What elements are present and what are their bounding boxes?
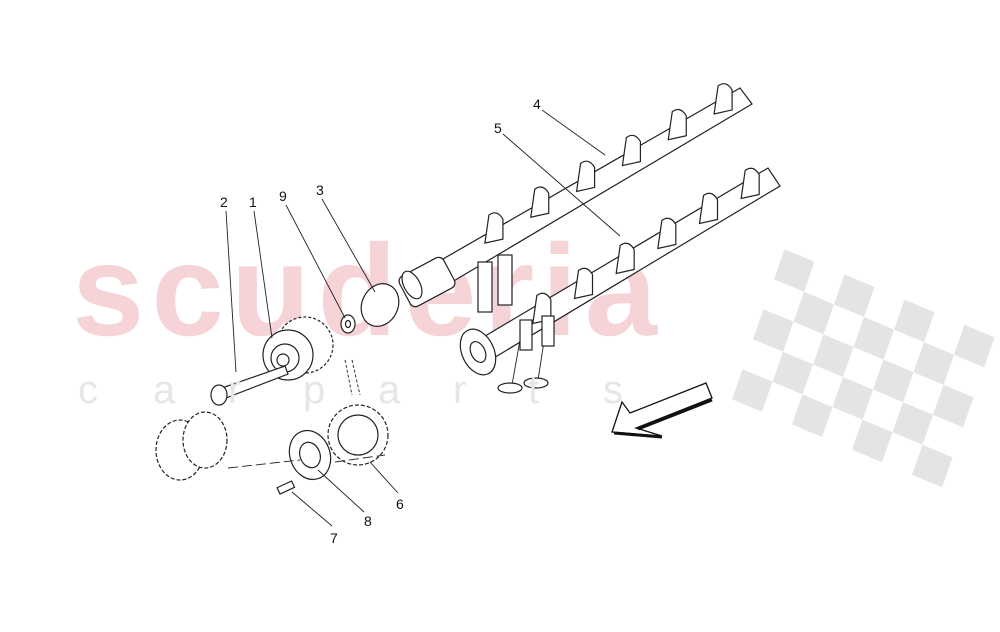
callout-6: 6 xyxy=(396,496,404,512)
cam-lobe xyxy=(530,186,550,219)
cam-lobe xyxy=(698,192,719,225)
bolt xyxy=(210,365,289,406)
plate xyxy=(288,429,332,481)
valves xyxy=(477,254,555,394)
watermark-letter: s xyxy=(603,368,623,412)
cam-lobe xyxy=(484,212,504,244)
flag-tile xyxy=(892,402,933,445)
watermark-brand: scuderia xyxy=(72,217,659,363)
watermark-letter: a xyxy=(153,368,176,412)
crank-gears xyxy=(155,411,386,481)
leader-lines xyxy=(225,109,621,527)
flag-tile xyxy=(832,377,873,420)
flag-tile xyxy=(932,384,974,428)
callout-8: 8 xyxy=(364,513,372,529)
watermark-letter: a xyxy=(378,368,401,412)
flag-tile xyxy=(834,274,875,318)
flag-tile xyxy=(872,359,914,403)
cam-lobe xyxy=(740,167,760,200)
callout-9: 9 xyxy=(279,188,287,204)
o-ring xyxy=(360,283,400,327)
callout-5: 5 xyxy=(494,120,502,136)
callout-3: 3 xyxy=(316,182,324,198)
flag-tile xyxy=(853,317,895,360)
flag-tile xyxy=(793,291,835,335)
cam-phaser xyxy=(262,316,334,381)
watermark-letter: r xyxy=(453,368,466,412)
watermark-letter: p xyxy=(303,368,325,412)
watermark-letter: t xyxy=(528,368,539,412)
flag-tile xyxy=(812,334,854,378)
cam-lobe xyxy=(713,83,733,115)
flag-tile xyxy=(791,394,833,438)
flag-tile xyxy=(911,444,953,488)
cam-lobe xyxy=(615,242,635,275)
flag-tile xyxy=(772,351,813,395)
callout-4: 4 xyxy=(533,96,541,112)
camshaft-upper xyxy=(398,83,753,308)
watermark-letter: c xyxy=(78,368,98,412)
flag-tile xyxy=(752,309,794,352)
sprocket xyxy=(327,404,389,466)
chain xyxy=(344,359,361,396)
arrow-down-left-icon xyxy=(611,382,713,439)
cam-lobe xyxy=(573,267,594,300)
callout-2: 2 xyxy=(220,194,228,210)
cam-lobe xyxy=(667,108,687,141)
flag-tile xyxy=(954,324,995,368)
callout-1: 1 xyxy=(249,194,257,210)
flag-tile xyxy=(851,419,893,463)
flag-tile xyxy=(731,369,773,412)
watermark-letter: r xyxy=(228,368,241,412)
cam-lobe xyxy=(657,217,677,250)
checkered-flag-watermark xyxy=(731,249,995,488)
cam-lobe xyxy=(621,134,642,167)
screw xyxy=(276,480,296,495)
flag-tile xyxy=(774,249,815,292)
cam-lobe xyxy=(575,160,596,193)
flag-tile xyxy=(894,299,935,343)
flag-tile xyxy=(913,342,955,385)
callout-7: 7 xyxy=(330,530,338,546)
